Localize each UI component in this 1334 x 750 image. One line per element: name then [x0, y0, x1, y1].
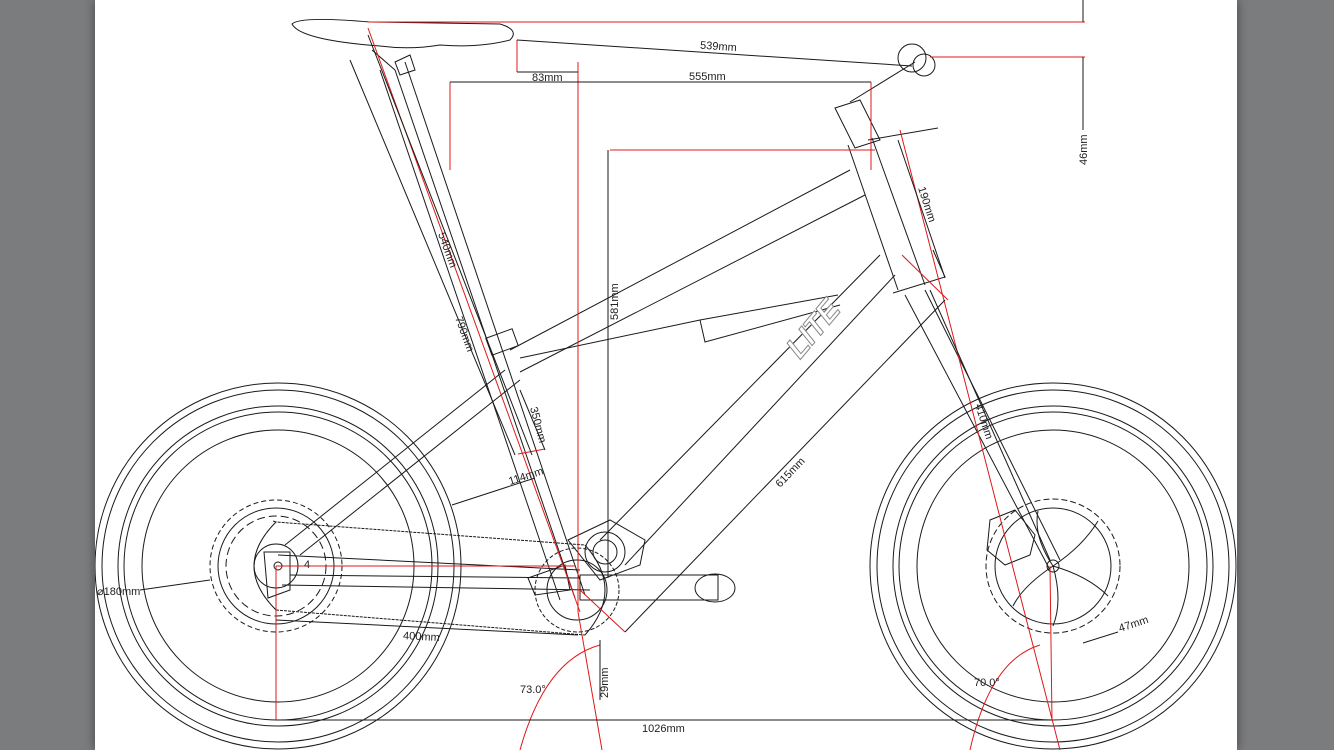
dim-790: 790mm	[452, 315, 476, 354]
dim-180: ⌀180mm	[97, 586, 140, 598]
dim-540: 540mm	[435, 231, 459, 270]
dim-1026: 1026mm	[642, 723, 685, 735]
dim-47: 47mm	[1117, 614, 1150, 635]
dim-555: 555mm	[689, 71, 726, 83]
front-disc-brake	[985, 498, 1121, 634]
dim-400: 400mm	[403, 630, 440, 644]
dim-29: 29mm	[599, 667, 611, 698]
dim-350: 350mm	[527, 406, 548, 445]
dim-4: 4	[304, 559, 310, 571]
dim-83: 83mm	[532, 72, 563, 84]
bike-technical-drawing: LITE	[95, 0, 1237, 750]
dim-46: 46mm	[1078, 134, 1090, 165]
drawing-sheet: LITE	[95, 0, 1237, 750]
dim-581: 581mm	[609, 283, 621, 320]
dim-114: 114mm	[507, 465, 545, 487]
angle-73: 73.0°	[520, 684, 546, 696]
geometry-lines	[275, 21, 1085, 750]
angle-70: 70.0°	[974, 677, 1000, 689]
dim-539: 539mm	[700, 40, 737, 55]
front-wheel	[869, 382, 1237, 750]
dim-190: 190mm	[915, 185, 938, 224]
dimension-lines	[139, 0, 1119, 721]
frame	[253, 18, 1061, 636]
